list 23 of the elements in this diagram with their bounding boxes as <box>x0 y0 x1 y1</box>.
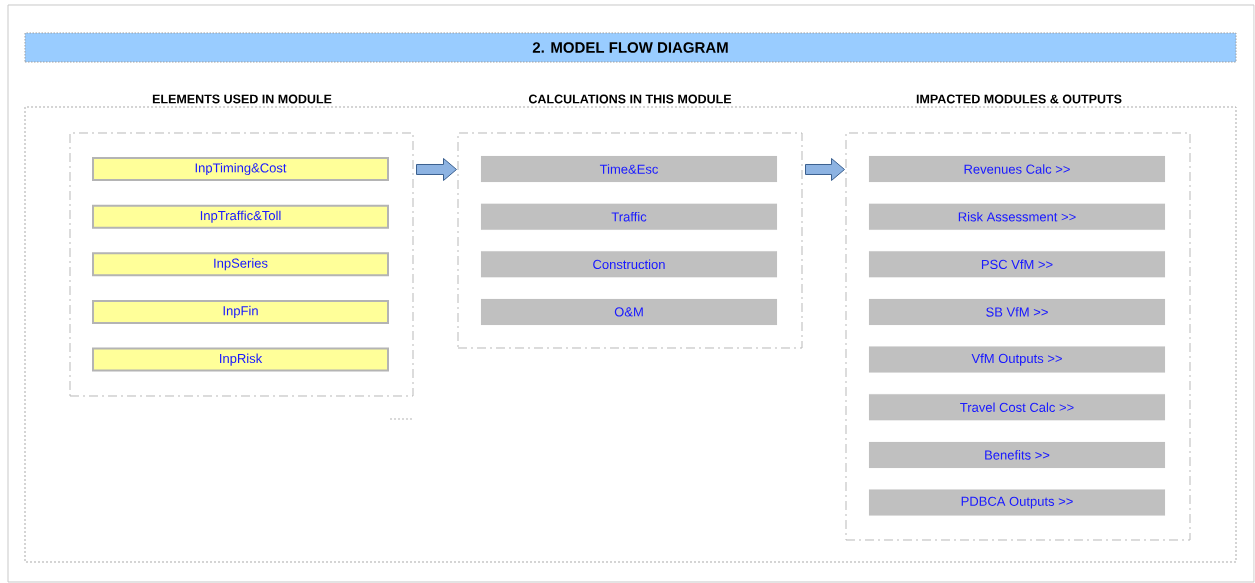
item-box: Revenues Calc >> <box>868 155 1166 183</box>
item-box: Construction <box>480 251 778 278</box>
item-box: InpRisk <box>92 347 389 372</box>
item-box: Traffic <box>480 203 778 230</box>
column-heading: ELEMENTS USED IN MODULE <box>152 94 332 104</box>
item-box: Benefits >> <box>868 441 1166 468</box>
item-box: O&M <box>480 298 778 325</box>
block-arrow <box>805 158 845 181</box>
column-heading: CALCULATIONS IN THIS MODULE <box>528 94 732 104</box>
item-box: InpFin <box>92 299 389 324</box>
item-box: Risk Assessment >> <box>868 203 1166 230</box>
item-box: Time&Esc <box>480 155 778 183</box>
item-box: PDBCA Outputs >> <box>868 489 1166 516</box>
item-box: VfM Outputs >> <box>868 346 1166 373</box>
item-box: SB VfM >> <box>868 298 1166 325</box>
item-box: Travel Cost Calc >> <box>868 394 1166 421</box>
title-band: 2. MODEL FLOW DIAGRAM <box>24 32 1237 63</box>
item-box: PSC VfM >> <box>868 251 1166 278</box>
item-box: InpTraffic&Toll <box>92 204 389 229</box>
block-arrow <box>416 158 457 181</box>
item-box: InpTiming&Cost <box>92 157 389 181</box>
item-box: InpSeries <box>92 252 389 277</box>
column-heading: IMPACTED MODULES & OUTPUTS <box>916 94 1122 104</box>
